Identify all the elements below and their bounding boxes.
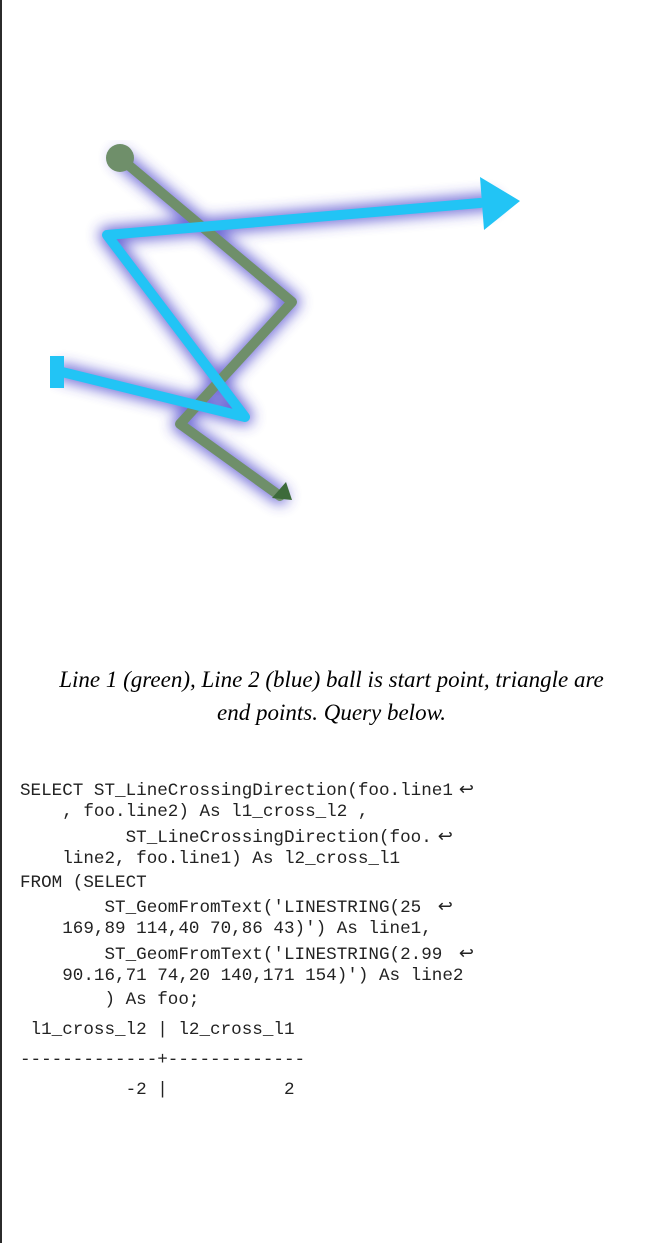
line-wrap-icon: ↩ [458,942,474,964]
page-left-border [0,0,2,1243]
code-line: 169,89 114,40 70,86 43)') As line1, [20,919,432,940]
code-line: line2, foo.line1) As l2_cross_l1 [20,849,401,870]
result-header: l1_cross_l2 | l2_cross_l1 [20,1020,295,1040]
caption-line-1: Line 1 (green), Line 2 (blue) ball is st… [59,667,604,692]
code-line: FROM (SELECT [20,872,147,893]
code-line: 90.16,71 74,20 140,171 154)') As line2 [20,966,464,987]
line2-end-triangle [480,177,520,230]
line1-end-triangle [272,482,292,500]
line2-start-mark [50,356,64,388]
code-line: SELECT ST_LineCrossingDirection(foo.line… [20,779,474,801]
code-line: ST_GeomFromText('LINESTRING(25 ↩ [20,895,453,918]
line2-blue [50,177,520,422]
code-line: ) As foo; [20,989,200,1010]
line-wrap-icon: ↩ [437,825,453,847]
result-row: -2 | 2 [20,1080,295,1100]
line1-start-ball [106,144,134,172]
line-wrap-icon: ↩ [458,779,474,800]
line-wrap-icon: ↩ [437,895,453,917]
code-line: ST_LineCrossingDirection(foo.↩ [20,825,453,848]
sql-query-block: SELECT ST_LineCrossingDirection(foo.line… [20,778,474,1012]
code-line: , foo.line2) As l1_cross_l2 , [20,802,369,823]
crossing-lines-figure [50,140,530,520]
query-result-table: l1_cross_l2 | l2_cross_l1 -------------+-… [20,1015,305,1105]
caption-line-2: end points. Query below. [217,700,446,725]
crossing-lines-diagram [50,144,520,504]
code-line: ST_GeomFromText('LINESTRING(2.99 ↩ [20,942,474,965]
figure-caption: Line 1 (green), Line 2 (blue) ball is st… [0,663,663,729]
result-separator: -------------+------------- [20,1050,306,1070]
